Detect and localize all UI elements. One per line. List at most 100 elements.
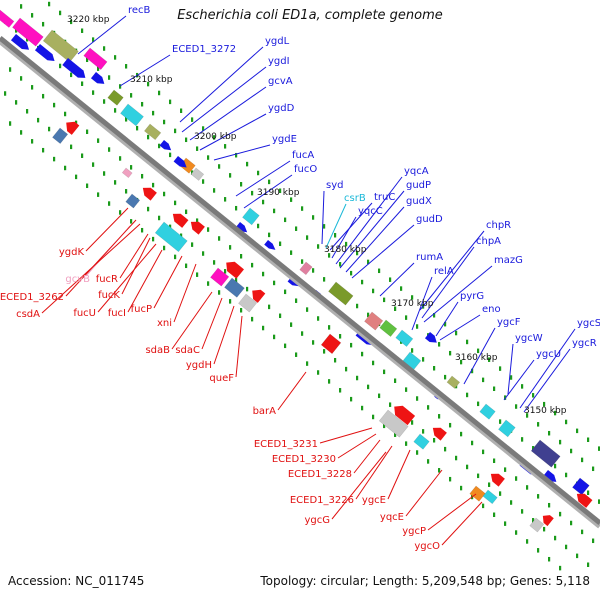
gene-label-fuck: fucK	[98, 290, 120, 301]
tick-dot	[389, 402, 392, 407]
tick-dot	[493, 458, 496, 464]
gene-arrow	[34, 44, 55, 61]
gene-label-ygcg: ygcG	[304, 515, 330, 526]
gene-box	[238, 293, 258, 313]
leader-line	[213, 144, 271, 161]
tick-dot	[361, 279, 364, 285]
tick-dot	[191, 117, 194, 122]
tick-dot	[70, 144, 73, 150]
tick-dot	[559, 439, 562, 445]
kbp-tick-label: 3190 kbp	[257, 188, 300, 198]
leader-line	[463, 327, 496, 385]
gene-feature	[107, 89, 124, 106]
tick-dot	[268, 304, 271, 310]
tick-dot	[284, 217, 287, 223]
tick-dot	[15, 100, 18, 105]
tick-dot	[229, 173, 232, 178]
tick-dot	[147, 134, 150, 140]
gene-feature	[482, 489, 498, 505]
tick-dot	[224, 269, 227, 274]
tick-dot	[108, 201, 111, 206]
tick-dot	[438, 414, 441, 419]
leader-line	[503, 359, 535, 401]
gene-feature	[210, 267, 230, 287]
leader-line	[235, 160, 291, 197]
gene-box	[242, 207, 260, 226]
leader-line	[337, 433, 377, 459]
tick-dot	[53, 156, 56, 162]
gene-label-eno: eno	[482, 304, 501, 315]
leader-line	[199, 113, 267, 151]
tick-dot	[504, 521, 507, 526]
leader-line	[507, 343, 514, 395]
tick-dot	[433, 313, 436, 318]
leader-line	[97, 243, 157, 313]
gene-feature	[224, 277, 245, 298]
gene-label-eced1-3228: ECED1_3228	[288, 469, 352, 480]
tick-dot	[273, 334, 276, 340]
tick-dot	[53, 102, 56, 108]
leader-line	[153, 255, 183, 309]
tick-dot	[119, 84, 122, 89]
gene-feature	[142, 187, 157, 201]
gene-label-ygdd: ygdD	[268, 103, 295, 114]
gene-box	[320, 333, 342, 355]
tick-dot	[295, 352, 298, 357]
figure-title: Escherichia coli ED1a, complete genome	[177, 8, 443, 23]
leader-line	[121, 237, 151, 295]
tick-dot	[581, 529, 584, 535]
gene-feature	[34, 44, 55, 61]
tick-dot	[532, 518, 535, 523]
tick-dot	[97, 192, 100, 197]
gene-label-eced1-3230: ECED1_3230	[272, 454, 336, 465]
tick-dot	[42, 93, 45, 99]
gene-arrow	[490, 473, 505, 487]
tick-dot	[356, 250, 359, 256]
gene-label-quef: queF	[209, 373, 234, 384]
leader-line	[331, 451, 387, 520]
tick-dot	[26, 37, 29, 42]
leader-line	[355, 445, 393, 500]
tick-dot	[92, 162, 95, 167]
gene-label-ygce: ygcE	[362, 495, 386, 506]
tick-dot	[598, 446, 600, 451]
tick-dot	[345, 366, 348, 372]
tick-dot	[449, 350, 452, 356]
kbp-tick-label: 3220 kbp	[67, 15, 110, 25]
tick-dot	[92, 37, 95, 42]
tick-dot	[521, 384, 524, 389]
tick-dot	[405, 441, 408, 446]
tick-dot	[251, 262, 254, 268]
tick-dot	[570, 520, 573, 526]
tick-dot	[592, 466, 595, 472]
tick-dot	[554, 535, 557, 541]
kbp-tick-label: 3170 kbp	[391, 299, 434, 309]
tick-dot	[59, 10, 62, 16]
tick-dot	[207, 281, 210, 286]
gene-label-eced1-3226: ECED1_3226	[290, 495, 354, 506]
tick-dot	[334, 232, 337, 238]
leader-line	[441, 501, 483, 546]
tick-dot	[323, 349, 326, 354]
tick-dot	[196, 146, 199, 151]
gene-label-ygcw: ygcW	[515, 333, 543, 344]
tick-dot	[433, 366, 436, 371]
tick-dot	[9, 67, 12, 72]
tick-dot	[75, 120, 78, 126]
tick-dot	[4, 91, 7, 96]
tick-dot	[306, 361, 309, 366]
gene-feature	[469, 485, 486, 502]
gene-feature	[498, 419, 516, 438]
tick-dot	[42, 21, 45, 27]
gene-label-gudp: gudP	[406, 180, 431, 191]
tick-dot	[251, 190, 254, 196]
tick-dot	[444, 446, 447, 452]
tick-dot	[262, 325, 265, 331]
gene-box	[482, 489, 498, 505]
tick-dot	[532, 393, 535, 398]
tick-dot	[202, 126, 205, 131]
gene-label-eced1-3272: ECED1_3272	[172, 44, 236, 55]
tick-dot	[163, 119, 166, 125]
tick-dot	[477, 348, 480, 354]
